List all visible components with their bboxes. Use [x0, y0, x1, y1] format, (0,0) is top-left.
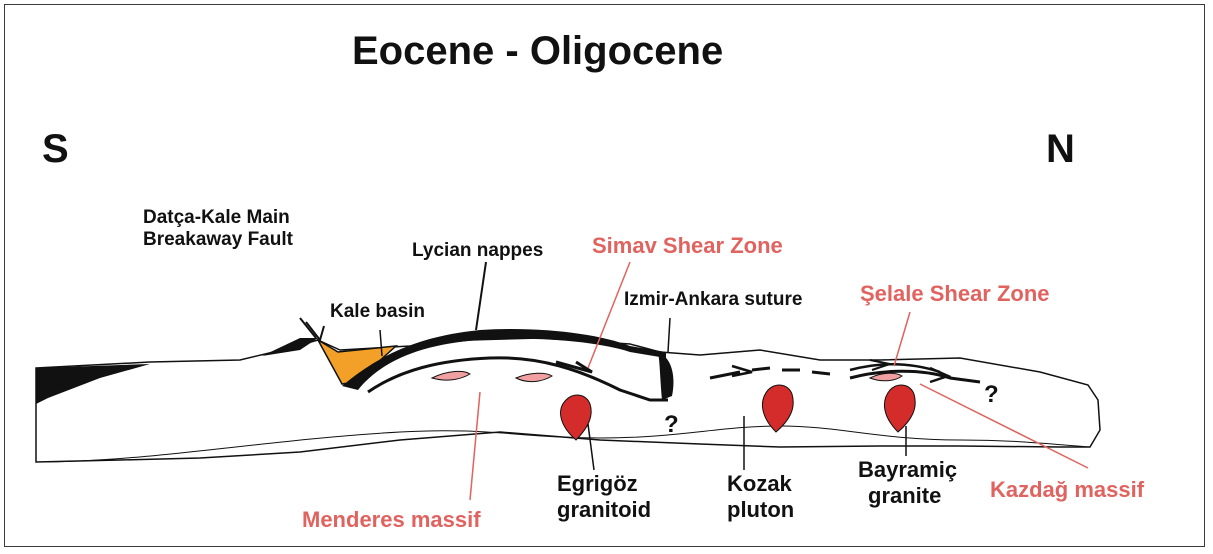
direction-south: S [42, 128, 69, 170]
label-kazdag-massif: Kazdağ massif [990, 478, 1144, 501]
label-egrigoz-line1: Egrigöz [557, 472, 638, 495]
diagram-title: Eocene - Oligocene [352, 30, 723, 72]
label-bayramic-line2: granite [868, 484, 941, 507]
label-izmir-ankara: Izmir-Ankara suture [624, 290, 802, 310]
label-kozak-line1: Kozak [727, 472, 792, 495]
leader-lycian [476, 262, 486, 330]
label-question-2: ? [984, 382, 999, 407]
label-egrigoz-line2: granitoid [557, 498, 651, 521]
label-kale-basin: Kale basin [330, 302, 425, 322]
label-selale-shear-zone: Şelale Shear Zone [860, 282, 1050, 305]
label-lycian-nappes: Lycian nappes [412, 241, 543, 261]
leader-izmir [668, 318, 670, 352]
label-datca-line2: Breakaway Fault [143, 230, 293, 250]
label-kozak-line2: pluton [727, 498, 794, 521]
label-datca-line1: Datça-Kale Main [143, 208, 290, 228]
leader-datca [300, 318, 316, 338]
label-question-1: ? [664, 412, 679, 437]
direction-north: N [1046, 128, 1075, 170]
label-simav-shear-zone: Simav Shear Zone [592, 234, 783, 257]
label-bayramic-line1: Bayramiç [858, 458, 957, 481]
leader-selale [894, 312, 910, 366]
label-menderes-massif: Menderes massif [302, 508, 481, 531]
